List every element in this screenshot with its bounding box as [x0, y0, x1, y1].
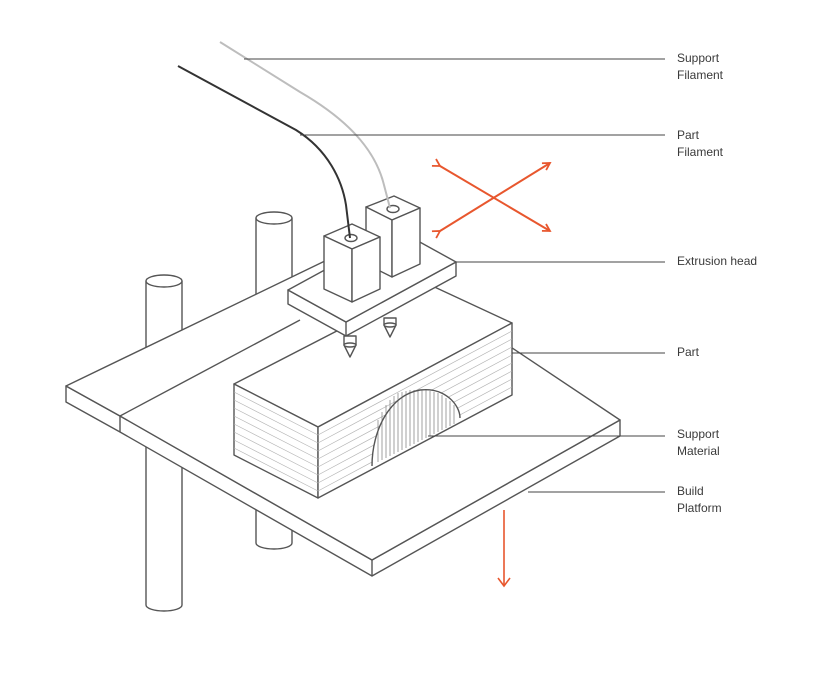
down-arrow-icon: [497, 510, 511, 588]
nozzle-left: [343, 335, 357, 358]
four-way-diagonal-arrow-icon: [431, 158, 552, 239]
part-filament-strand: [177, 65, 351, 239]
rod-left-lower: [145, 439, 183, 612]
part-filament-feeder: [323, 223, 381, 303]
nozzle-right: [383, 317, 397, 338]
label-part: Part: [677, 345, 700, 359]
label-support-material: Support Material: [677, 427, 720, 458]
support-material: [371, 389, 461, 467]
label-build-platform: Build Platform: [677, 484, 722, 515]
label-support-filament: Support Filament: [677, 51, 724, 82]
label-part-filament: Part Filament: [677, 128, 724, 159]
label-extrusion-head: Extrusion head: [677, 254, 758, 268]
support-filament-strand: [219, 41, 391, 209]
